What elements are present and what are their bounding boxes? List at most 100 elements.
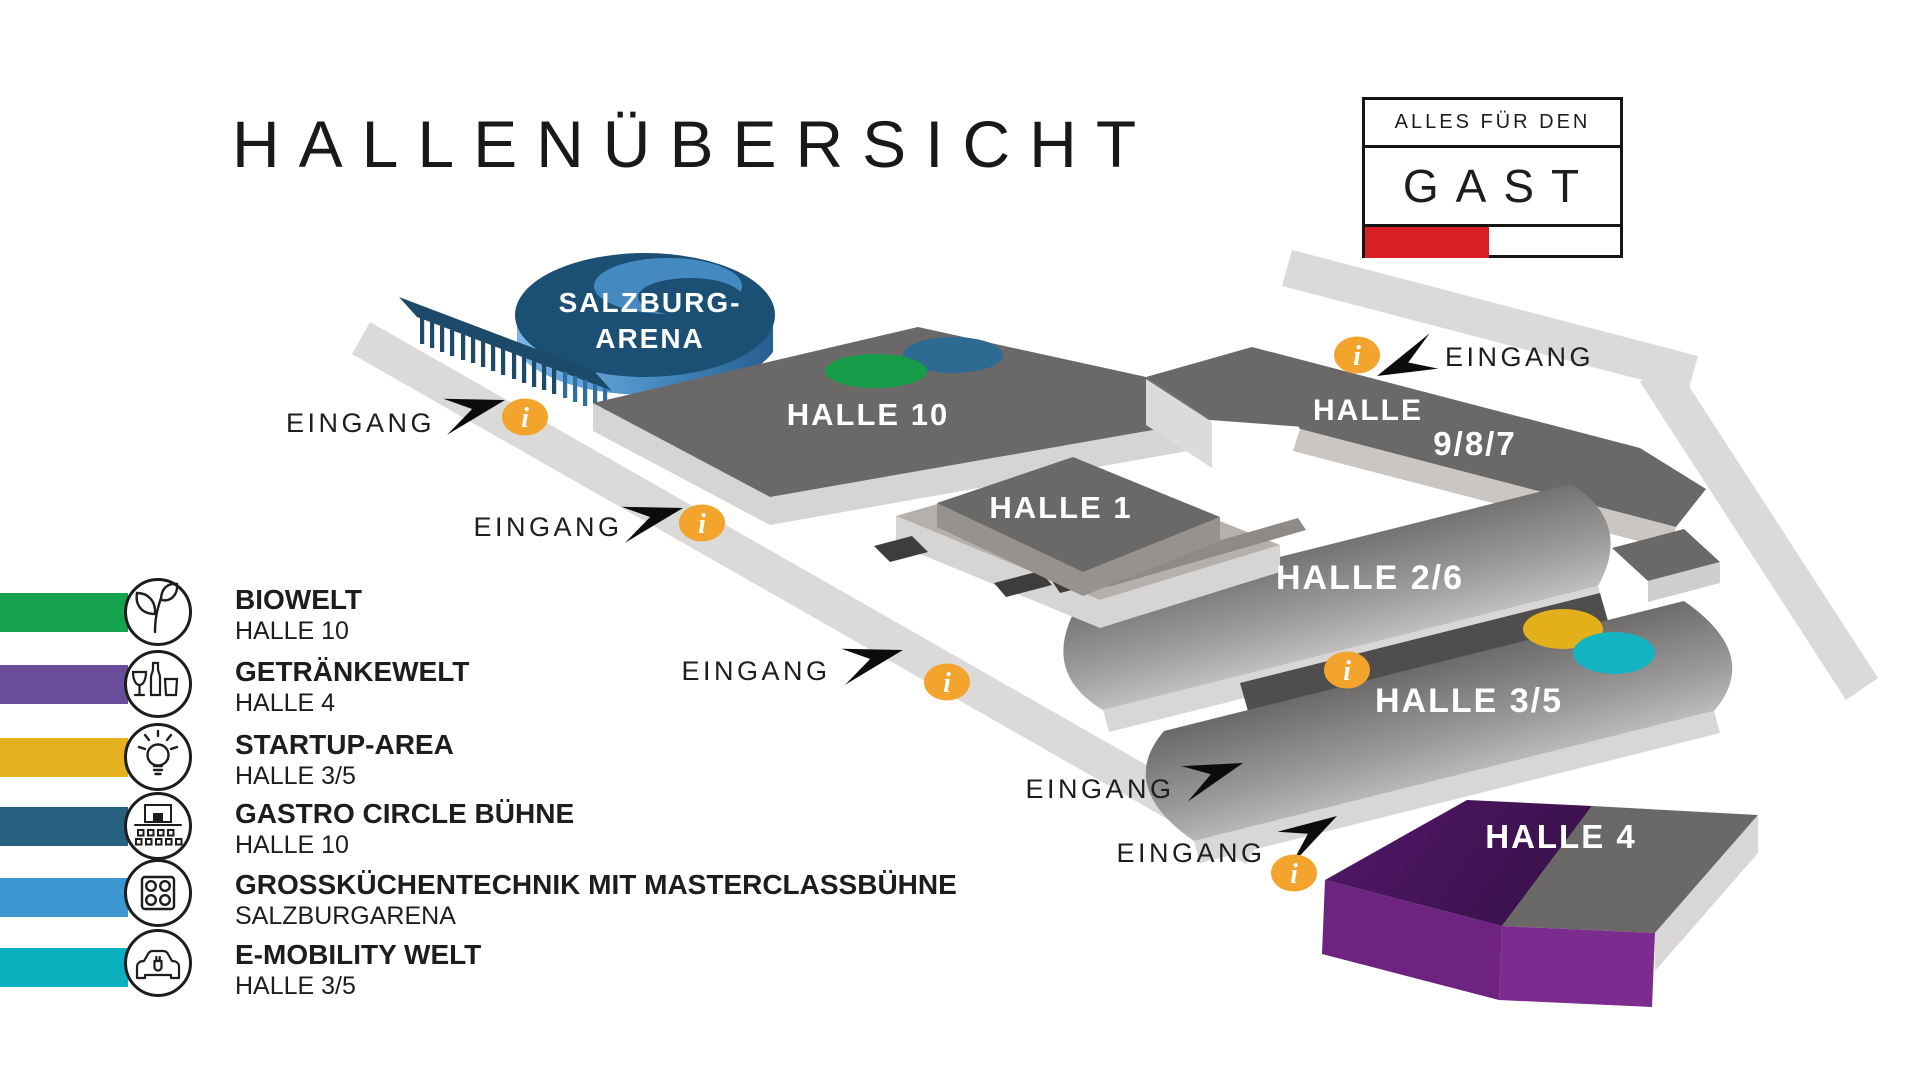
- legend-bar: [0, 665, 128, 704]
- legend-title: GROSSKÜCHENTECHNIK MIT MASTERCLASSBÜHNE: [235, 869, 957, 900]
- halle-4-side-right: [1655, 815, 1758, 971]
- info-glyph: i: [943, 668, 951, 699]
- connector-block-roof: [1612, 529, 1720, 581]
- legend-subtitle: HALLE 10: [235, 617, 349, 645]
- connector-block-base: [1648, 562, 1720, 602]
- info-glyph: i: [1290, 859, 1298, 890]
- info-icon: i: [502, 398, 548, 436]
- gast-logo-red-block: [1365, 227, 1489, 258]
- entrance-label: EINGANG: [1445, 342, 1594, 372]
- info-icons: i i i i i i: [502, 336, 1380, 892]
- legend-item: BIOWELT HALLE 10: [235, 583, 362, 646]
- hall-label-salzburg-arena-1: SALZBURG-: [559, 287, 742, 318]
- info-glyph: i: [521, 403, 529, 434]
- area-dots: [825, 337, 1655, 674]
- halle-4-side-left: [1322, 880, 1502, 1000]
- hall-halle-1: [874, 457, 1306, 628]
- halle-4-side-front: [1499, 926, 1655, 1007]
- entrance-label: EINGANG: [286, 408, 435, 438]
- cooktop-icon: [124, 859, 192, 927]
- halle-1-sawtooth: [1100, 518, 1306, 587]
- legend-subtitle: HALLE 10: [235, 831, 349, 859]
- halle-4-roof-purple: [1325, 800, 1592, 926]
- hall-label-halle-3-5: HALLE 3/5: [1375, 682, 1563, 720]
- info-glyph: i: [1343, 656, 1351, 687]
- info-icon: i: [679, 504, 725, 542]
- legend-bar: [0, 878, 128, 917]
- arrow-icon: [1277, 816, 1337, 866]
- legend-item: GETRÄNKEWELT HALLE 4: [235, 655, 469, 718]
- legend-bar: [0, 593, 128, 632]
- legend-subtitle: HALLE 3/5: [235, 762, 356, 790]
- dot-gastro-circle: [903, 337, 1003, 373]
- corridor-to-987: [1146, 347, 1318, 428]
- info-icon: i: [1324, 651, 1370, 689]
- service-block-2: [994, 571, 1052, 597]
- info-glyph: i: [698, 509, 706, 540]
- halle-1-platform-base: [896, 516, 1280, 628]
- service-block-1: [874, 536, 928, 562]
- dot-e-mobility: [1573, 632, 1655, 674]
- halle-1-sides: [937, 503, 1220, 596]
- lightbulb-icon: [124, 723, 192, 791]
- arrow-icon: [443, 398, 505, 435]
- halle-987-roof: [1252, 347, 1706, 527]
- hall-label-halle-2-6: HALLE 2/6: [1276, 559, 1464, 597]
- hall-label-halle-987-1: HALLE: [1313, 394, 1423, 427]
- entrance-labels: EINGANG EINGANG EINGANG EINGANG EINGANG …: [286, 342, 1594, 868]
- walkway-right: [1640, 360, 1878, 700]
- drinks-icon: [124, 650, 192, 718]
- dot-startup-area: [1523, 609, 1603, 649]
- hall-label-salzburg-arena-2: ARENA: [595, 323, 705, 354]
- legend-item: GROSSKÜCHENTECHNIK MIT MASTERCLASSBÜHNE …: [235, 868, 957, 931]
- gast-logo-line1: ALLES FÜR DEN: [1365, 100, 1620, 148]
- car-charging-icon: [124, 929, 192, 997]
- hall-halle-10: [593, 327, 1318, 525]
- legend-item: GASTRO CIRCLE BÜHNE HALLE 10: [235, 797, 574, 860]
- legend-title: STARTUP-AREA: [235, 729, 454, 760]
- hall-labels: HALLE 10 HALLE 9/8/7 HALLE 1 HALLE 2/6 H…: [787, 394, 1637, 855]
- gast-logo-accent-row: [1365, 227, 1620, 258]
- info-icon: i: [1334, 336, 1380, 374]
- arrow-icon: [1377, 333, 1439, 376]
- gast-logo: ALLES FÜR DEN GAST: [1362, 97, 1623, 258]
- arrow-icon: [621, 506, 683, 543]
- stage-icon: [124, 792, 192, 860]
- legend-subtitle: SALZBURGARENA: [235, 902, 456, 930]
- halle-10-base: [593, 403, 1210, 525]
- entrance-label: EINGANG: [681, 656, 830, 686]
- corridor-wall: [1146, 379, 1212, 468]
- arena-roof-swirl-inner: [638, 278, 742, 316]
- arrow-icon: [1181, 763, 1243, 802]
- walkway-upper-right: [1282, 250, 1698, 392]
- hall-label-halle-987-2: 9/8/7: [1433, 425, 1516, 462]
- legend-title: GETRÄNKEWELT: [235, 656, 470, 687]
- walkways: [352, 250, 1878, 864]
- halle-1-roof: [937, 457, 1220, 572]
- hall-label-halle-1: HALLE 1: [989, 490, 1132, 525]
- entrance-label: EINGANG: [473, 512, 622, 542]
- walkway-main: [352, 322, 1264, 864]
- legend-title: GASTRO CIRCLE BÜHNE: [235, 798, 575, 829]
- info-icon: i: [1271, 854, 1317, 892]
- info-glyph: i: [1353, 341, 1361, 372]
- gast-logo-line2: GAST: [1365, 148, 1620, 227]
- entrance-label: EINGANG: [1025, 774, 1174, 804]
- halle-4-roof-gray: [1502, 806, 1758, 933]
- entrance-label: EINGANG: [1116, 838, 1265, 868]
- legend-item: STARTUP-AREA HALLE 3/5: [235, 728, 454, 791]
- halle-10-roof: [593, 327, 1210, 497]
- legend-title: BIOWELT: [235, 584, 363, 615]
- page-title: HALLENÜBERSICHT: [232, 107, 1156, 181]
- legend-item: E-MOBILITY WELT HALLE 3/5: [235, 938, 481, 1001]
- halle-26-roof: [1063, 484, 1611, 710]
- dot-biowelt: [825, 354, 927, 388]
- hall-label-halle-10: HALLE 10: [787, 397, 949, 432]
- hall-halle-4: [1322, 800, 1758, 1007]
- hall-label-halle-4: HALLE 4: [1485, 818, 1637, 855]
- pier-deck: [399, 297, 612, 391]
- legend-bar: [0, 738, 128, 777]
- arrow-icon: [841, 648, 903, 685]
- legend-subtitle: HALLE 3/5: [235, 972, 356, 1000]
